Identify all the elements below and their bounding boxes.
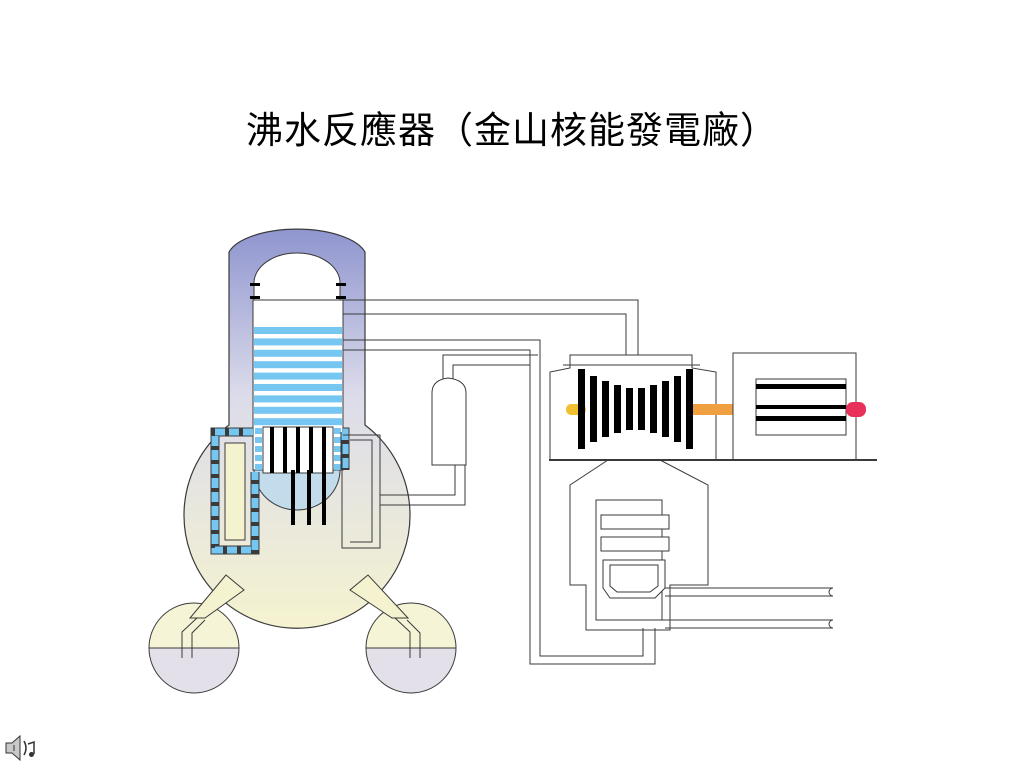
turbine-blade [650,385,657,433]
water-stripe [254,395,342,403]
water-stripe [254,372,342,380]
water-stripe [254,361,342,369]
turbine-blade [614,385,621,433]
turbine-blade [590,376,597,442]
water-stripe [254,406,342,414]
control-rod [307,470,311,525]
water-stripe [255,464,262,470]
water-stripe [254,418,342,426]
turbine-blade [686,369,693,449]
generator [732,352,866,461]
water-stripe [254,338,342,346]
cooling-water-lines [662,587,834,629]
fuel-rod [296,427,300,473]
fuel-rod [322,427,326,473]
turbine-blade [638,388,645,430]
turbine-blade [662,381,669,437]
water-stripe [334,464,341,470]
speaker-icon[interactable] [2,728,42,768]
steam-turbine [549,354,758,461]
water-stripe [334,428,341,434]
fuel-rod [309,427,313,473]
reactor-core [262,426,334,525]
turbine-blade [626,388,633,430]
left-suppression-pool [148,602,240,694]
main-steam-line [343,299,639,355]
feedwater-pipe-internal [341,434,381,549]
recirculation-loop [210,427,350,555]
slide-title: 沸水反應器（金山核能發電廠） [246,109,778,152]
water-stripe [334,446,341,452]
control-rod [291,470,295,525]
condenser [569,459,709,631]
water-stripe [334,437,341,443]
water-stripe [334,455,341,461]
water-stripe [254,327,342,334]
water-stripe [255,428,262,434]
turbine-blade [674,376,681,442]
downcomer-legs [181,574,421,658]
water-stripe [254,349,342,357]
control-rod [322,470,326,525]
turbine-blade [578,369,585,449]
fuel-rod [283,427,287,473]
feedwater-heater [431,377,467,466]
steam-dryer-water [254,327,342,470]
water-stripe [255,455,262,461]
water-stripe [254,384,342,391]
fuel-rod [270,427,274,473]
water-stripe [255,437,262,443]
turbine-blade [602,381,609,437]
right-suppression-pool [365,602,457,694]
water-stripe [255,446,262,452]
